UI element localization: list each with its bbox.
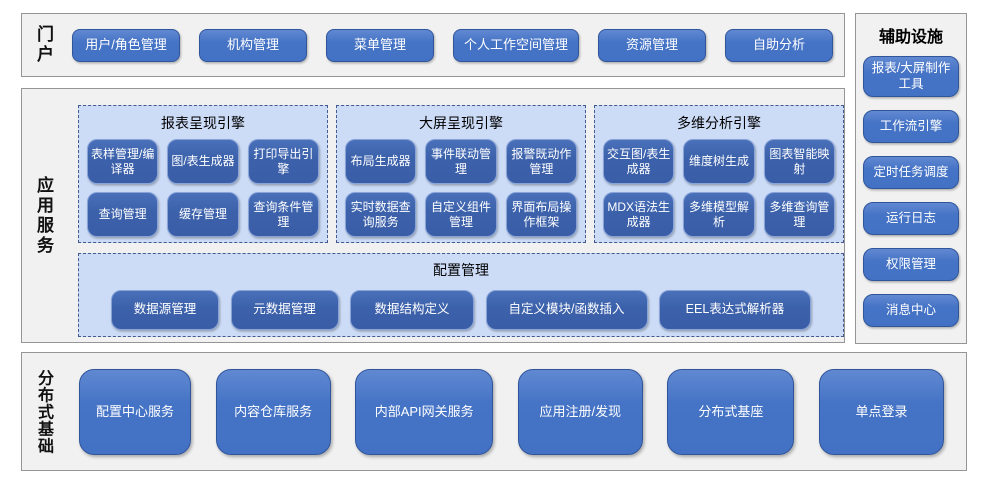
engine-box-bigscreen-rendering: 大屏呈现引擎 布局生成器 事件联动管理 报警既动作管理 实时数据查询服务 自定义… [336, 105, 586, 243]
portal-block-org-mgmt: 机构管理 [199, 29, 307, 62]
engine-block-ui-layout-operation-framework: 界面布局操作框架 [505, 192, 577, 237]
portal-block-personal-workspace-mgmt: 个人工作空间管理 [453, 29, 580, 62]
portal-block-self-service-analysis: 自助分析 [725, 29, 834, 62]
portal-section-label: 门户 [34, 25, 53, 65]
foundation-block-internal-api-gateway-service: 内部API网关服务 [355, 369, 494, 455]
portal-block-user-role-mgmt: 用户/角色管理 [72, 29, 180, 62]
engine-box-report-rendering: 报表呈现引擎 表样管理/编译器 图/表生成器 打印导出引擎 查询管理 缓存管理 … [78, 105, 328, 243]
aux-block-runtime-logs: 运行日志 [863, 202, 959, 236]
config-block-eel-expression-parser: EEL表达式解析器 [659, 290, 811, 330]
engine-block-alarm-action-mgmt: 报警既动作管理 [505, 139, 577, 184]
engine-grid: 表样管理/编译器 图/表生成器 打印导出引擎 查询管理 缓存管理 查询条件管理 [87, 139, 319, 237]
portal-block-menu-mgmt: 菜单管理 [326, 29, 434, 62]
distributed-foundation-label: 分布式基础 [35, 369, 52, 454]
foundation-items-row: 配置中心服务 内容仓库服务 内部API网关服务 应用注册/发现 分布式基座 单点… [79, 369, 944, 455]
engine-block-multidim-query-mgmt: 多维查询管理 [763, 192, 835, 237]
aux-block-workflow-engine: 工作流引擎 [863, 110, 959, 144]
foundation-block-content-repository-service: 内容仓库服务 [215, 369, 331, 455]
engine-title: 多维分析引擎 [677, 115, 761, 131]
engine-block-query-condition-mgmt: 查询条件管理 [247, 192, 319, 237]
auxiliary-facilities-section: 辅助设施 报表/大屏制作工具 工作流引擎 定时任务调度 运行日志 权限管理 消息… [855, 13, 967, 344]
config-mgmt-title: 配置管理 [433, 262, 489, 278]
portal-items-row: 用户/角色管理 机构管理 菜单管理 个人工作空间管理 资源管理 自助分析 [72, 29, 836, 62]
portal-block-resource-mgmt: 资源管理 [598, 29, 707, 62]
engine-block-event-linkage-mgmt: 事件联动管理 [425, 139, 497, 184]
engine-block-query-mgmt: 查询管理 [87, 192, 159, 237]
engine-block-interactive-chart-generator: 交互图/表生成器 [603, 139, 675, 184]
engine-box-multidim-analysis: 多维分析引擎 交互图/表生成器 维度树生成 图表智能映射 MDX语法生成器 多维… [594, 105, 844, 243]
auxiliary-facilities-title: 辅助设施 [878, 29, 943, 46]
engine-block-layout-generator: 布局生成器 [345, 139, 417, 184]
engine-boxes-row: 报表呈现引擎 表样管理/编译器 图/表生成器 打印导出引擎 查询管理 缓存管理 … [78, 105, 844, 243]
engine-grid: 交互图/表生成器 维度树生成 图表智能映射 MDX语法生成器 多维模型解析 多维… [603, 139, 835, 237]
aux-block-message-center: 消息中心 [863, 294, 959, 328]
engine-block-chart-smart-mapping: 图表智能映射 [763, 139, 835, 184]
foundation-block-distributed-base: 分布式基座 [667, 369, 795, 455]
distributed-foundation-section: 分布式基础 配置中心服务 内容仓库服务 内部API网关服务 应用注册/发现 分布… [21, 352, 967, 471]
config-block-custom-module-function-insert: 自定义模块/函数插入 [485, 290, 648, 330]
engine-block-print-export-engine: 打印导出引擎 [247, 139, 319, 184]
config-items-row: 数据源管理 元数据管理 数据结构定义 自定义模块/函数插入 EEL表达式解析器 [79, 286, 843, 330]
engine-block-style-mgmt-compiler: 表样管理/编译器 [87, 139, 159, 184]
engine-title: 大屏呈现引擎 [419, 115, 503, 131]
foundation-block-single-sign-on: 单点登录 [818, 369, 944, 455]
engine-block-dimension-tree-generation: 维度树生成 [683, 139, 755, 184]
engine-block-mdx-syntax-generator: MDX语法生成器 [603, 192, 675, 237]
engine-block-chart-table-generator: 图/表生成器 [167, 139, 239, 184]
portal-section: 门户 用户/角色管理 机构管理 菜单管理 个人工作空间管理 资源管理 自助分析 [21, 13, 845, 77]
config-block-data-structure-definition: 数据结构定义 [350, 290, 474, 330]
config-block-metadata-mgmt: 元数据管理 [230, 290, 339, 330]
engine-title: 报表呈现引擎 [161, 115, 245, 131]
auxiliary-items-column: 报表/大屏制作工具 工作流引擎 定时任务调度 运行日志 权限管理 消息中心 [856, 56, 966, 328]
foundation-block-app-registration-discovery: 应用注册/发现 [517, 369, 643, 455]
engine-block-cache-mgmt: 缓存管理 [167, 192, 239, 237]
app-services-section-label: 应用服务 [34, 175, 53, 256]
config-mgmt-box: 配置管理 数据源管理 元数据管理 数据结构定义 自定义模块/函数插入 EEL表达… [78, 253, 844, 337]
engine-block-custom-component-mgmt: 自定义组件管理 [425, 192, 497, 237]
foundation-block-config-center-service: 配置中心服务 [79, 369, 191, 455]
engine-block-realtime-data-query-service: 实时数据查询服务 [345, 192, 417, 237]
engine-block-multidim-model-parsing: 多维模型解析 [683, 192, 755, 237]
engine-grid: 布局生成器 事件联动管理 报警既动作管理 实时数据查询服务 自定义组件管理 界面… [345, 139, 577, 237]
app-services-section: 应用服务 报表呈现引擎 表样管理/编译器 图/表生成器 打印导出引擎 查询管理 … [21, 88, 845, 343]
aux-block-scheduled-task-scheduling: 定时任务调度 [863, 156, 959, 190]
aux-block-report-bigscreen-authoring-tool: 报表/大屏制作工具 [863, 56, 959, 98]
config-block-datasource-mgmt: 数据源管理 [111, 290, 219, 330]
aux-block-permission-mgmt: 权限管理 [863, 248, 959, 282]
